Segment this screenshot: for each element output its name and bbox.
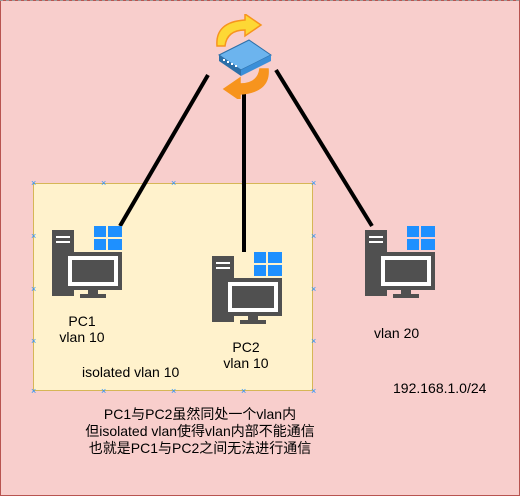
selection-handle[interactable]: × [31,178,37,188]
note-line-3: 也就是PC1与PC2之间无法进行通信 [88,440,312,456]
pc1-name: PC1 [68,313,96,329]
isolated-vlan-label: isolated vlan 10 [82,364,180,380]
pc1-icon[interactable] [52,226,122,298]
selection-handle[interactable]: × [101,386,107,396]
selection-handle[interactable]: × [101,178,107,188]
note-line-1: PC1与PC2虽然同处一个vlan内 [103,406,297,422]
link-switch-pc1 [118,73,210,228]
selection-handle[interactable]: × [311,336,317,346]
subnet-label: 192.168.1.0/24 [393,380,487,396]
selection-handle[interactable]: × [31,284,37,294]
selection-handle[interactable]: × [311,284,317,294]
note-line-2: 但isolated vlan使得vlan内部不能通信 [85,423,315,439]
selection-handle[interactable]: × [31,336,37,346]
selection-handle[interactable]: × [31,386,37,396]
link-switch-pc3 [274,68,374,228]
switch-icon[interactable] [205,14,280,99]
windows-logo-icon [254,252,282,276]
pc3-vlan: vlan 20 [374,325,420,341]
pc2-icon[interactable] [212,252,282,324]
selection-handle[interactable]: × [241,386,247,396]
selection-handle[interactable]: × [171,178,177,188]
selection-handle[interactable]: × [311,231,317,241]
top-dashed-border [0,0,522,1]
windows-logo-icon [94,226,122,250]
pc2-label: PC2 vlan 10 [214,339,278,371]
selection-handle[interactable]: × [31,231,37,241]
pc2-vlan: vlan 10 [223,355,269,371]
windows-logo-icon [407,226,435,250]
pc3-icon[interactable] [365,226,435,298]
selection-handle[interactable]: × [311,178,317,188]
explanation-note: PC1与PC2虽然同处一个vlan内 但isolated vlan使得vlan内… [40,406,360,457]
pc1-label: PC1 vlan 10 [52,313,112,345]
pc1-vlan: vlan 10 [59,329,105,345]
pc2-name: PC2 [232,339,260,355]
selection-handle[interactable]: × [311,386,317,396]
selection-handle[interactable]: × [171,386,177,396]
